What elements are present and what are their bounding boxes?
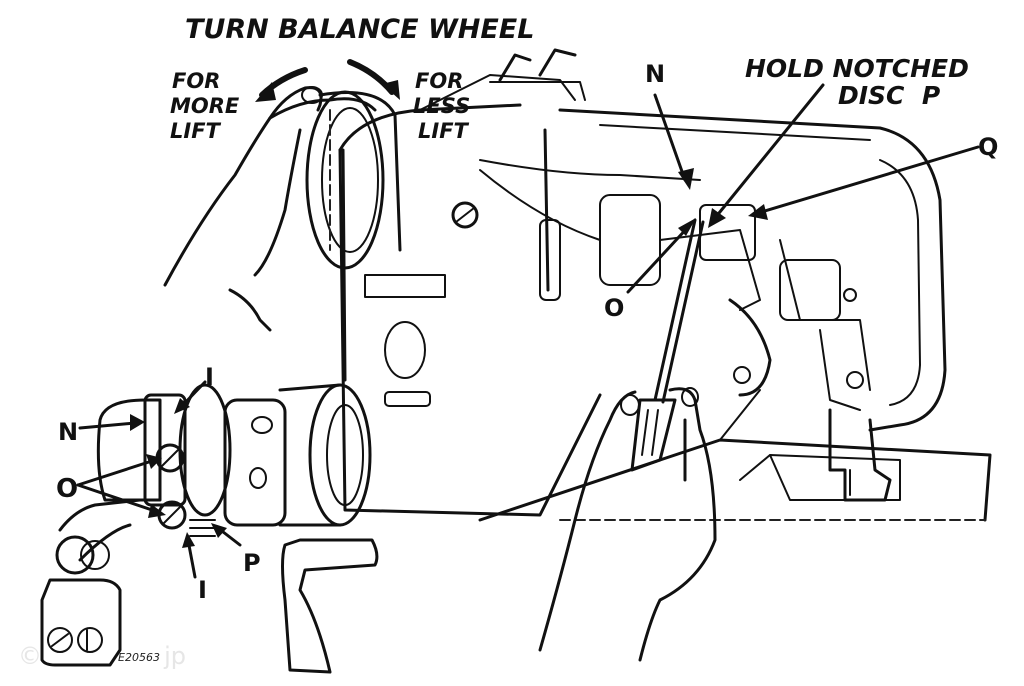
left-hand [163, 86, 377, 332]
name-plate [364, 274, 446, 298]
label-less-lift-line3: LIFT [418, 119, 470, 143]
callout-i-inset-bottom: I [198, 576, 207, 604]
screwdriver [630, 218, 705, 472]
body-screw [451, 201, 479, 229]
thread-guides [479, 48, 701, 301]
watermark: © jp [18, 642, 186, 670]
callout-n-main: N [645, 60, 665, 88]
label-more-lift-line1: FOR [172, 69, 220, 93]
arrow-less-lift [347, 59, 395, 95]
arrow-less-lift-head [382, 80, 400, 100]
arrow-more-lift-head [255, 82, 276, 102]
callout-n-inset: N [58, 418, 78, 446]
title-turn-balance-wheel: TURN BALANCE WHEEL [185, 14, 534, 45]
needle-mechanism [599, 194, 892, 502]
callout-o-inset: O [56, 474, 78, 504]
right-hand [538, 387, 717, 662]
label-hold-notched-line1: HOLD NOTCHED [745, 54, 969, 83]
callout-q-main: Q [978, 133, 998, 161]
label-hold-notched-line2: DISC P [838, 81, 940, 110]
callout-o-main: O [604, 294, 624, 322]
balance-wheel [305, 90, 402, 270]
callout-p-inset: P [243, 549, 261, 577]
label-more-lift-line3: LIFT [170, 119, 222, 143]
callout-arrows [76, 83, 980, 579]
rotation-arrows [255, 59, 400, 102]
labels: TURN BALANCE WHEEL FOR MORE LIFT FOR LES… [18, 14, 998, 670]
label-less-lift-line2: LESS [413, 94, 470, 118]
label-less-lift-line1: FOR [415, 69, 463, 93]
label-more-lift-line2: MORE [170, 94, 240, 118]
machine-body [338, 74, 992, 522]
inset-cam-assembly [40, 383, 379, 674]
badge-emblem [384, 321, 426, 379]
figure-code: E20563 [118, 651, 160, 664]
callout-i-inset-top: I [205, 363, 214, 391]
